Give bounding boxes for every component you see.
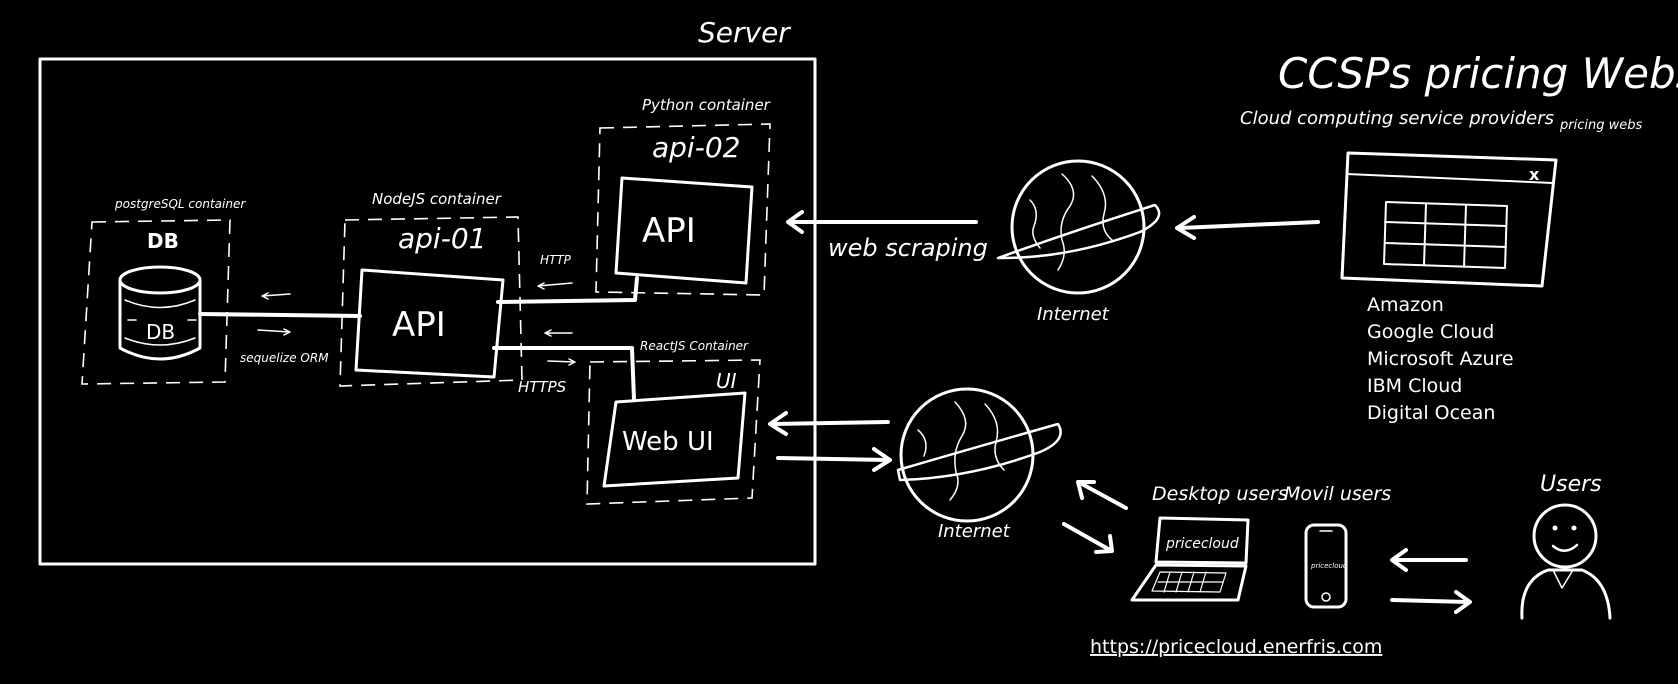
orm-link: sequelize ORM [198,292,362,365]
api01-container-name: api-01 [398,222,486,255]
close-icon: x [1529,165,1540,184]
provider-item: Digital Ocean [1367,402,1495,424]
site-url-text[interactable]: https://pricecloud.enerfris.com [1090,636,1382,658]
site-url-link[interactable]: https://pricecloud.enerfris.com [1090,636,1382,658]
laptop-icon [1130,516,1250,602]
ccsp-title: CCSPs pricing Webs [1278,49,1678,98]
web-page-icon: x [1340,151,1558,288]
users-label: Users [1540,472,1602,497]
http-label: HTTP [540,253,572,267]
db-container-name: DB [147,229,179,253]
api02-container-caption: Python container [642,96,771,114]
internet-top-label: Internet [1037,304,1110,325]
api01-label: API [392,305,446,345]
internet-bottom-label: Internet [938,521,1011,542]
ccsp-subtitle-end: pricing webs [1559,118,1642,133]
laptop-screen-label: pricecloud [1165,536,1239,552]
provider-item: IBM Cloud [1367,375,1462,397]
api02-container-name: api-02 [652,131,740,164]
db-cylinder-label: DB [146,320,175,344]
webscraping-label: web scraping [828,234,988,262]
globe-icon: Internet [996,159,1161,325]
db-container: postgreSQL container DB DB [81,197,246,385]
devices-section: Desktop users Movil users pricecloud pri… [1130,483,1391,609]
api01-box [354,268,505,379]
provider-item: Google Cloud [1367,321,1494,343]
mobile-users-label: Movil users [1284,483,1391,505]
db-container-caption: postgreSQL container [114,197,246,211]
http-link: HTTP [496,253,639,304]
ui-container-caption: ReactJS Container [640,339,749,353]
ccsp-to-internet-arrow [1175,215,1320,240]
api02-label: API [642,211,696,251]
ui-internet-arrows [768,411,892,472]
phone-screen-label: pricecloud [1310,562,1348,570]
webui-label: Web UI [622,427,714,457]
phone-icon [1304,523,1348,609]
user-icon: Users [1520,472,1612,620]
provider-item: Amazon [1367,294,1444,316]
server-title: Server [698,16,791,49]
internet-devices-arrows [1062,480,1128,554]
database-cylinder-icon [118,265,202,361]
api01-container-caption: NodeJS container [372,190,502,208]
desktop-users-label: Desktop users [1152,483,1288,505]
provider-item: Microsoft Azure [1367,348,1514,370]
https-label: HTTPS [518,378,567,396]
ccsp-subtitle: Cloud computing service providers [1240,108,1554,129]
https-link: HTTPS [492,329,636,402]
api02-container: Python container api-02 API [595,96,771,296]
ui-container: ReactJS Container UI Web UI [586,339,761,505]
webscraping-arrow: web scraping [786,210,988,262]
ui-container-name: UI [716,369,737,393]
webui-box [602,391,747,488]
api01-container: NodeJS container api-01 API [339,190,523,387]
provider-list: Amazon Google Cloud Microsoft Azure IBM … [1367,294,1514,424]
orm-label: sequelize ORM [240,351,329,365]
api02-box [614,176,754,285]
ccsp-section: CCSPs pricing Webs Cloud computing servi… [1240,49,1678,424]
server-frame: Server [38,16,817,566]
devices-users-arrows [1390,548,1472,614]
globe-icon: Internet [896,387,1062,542]
